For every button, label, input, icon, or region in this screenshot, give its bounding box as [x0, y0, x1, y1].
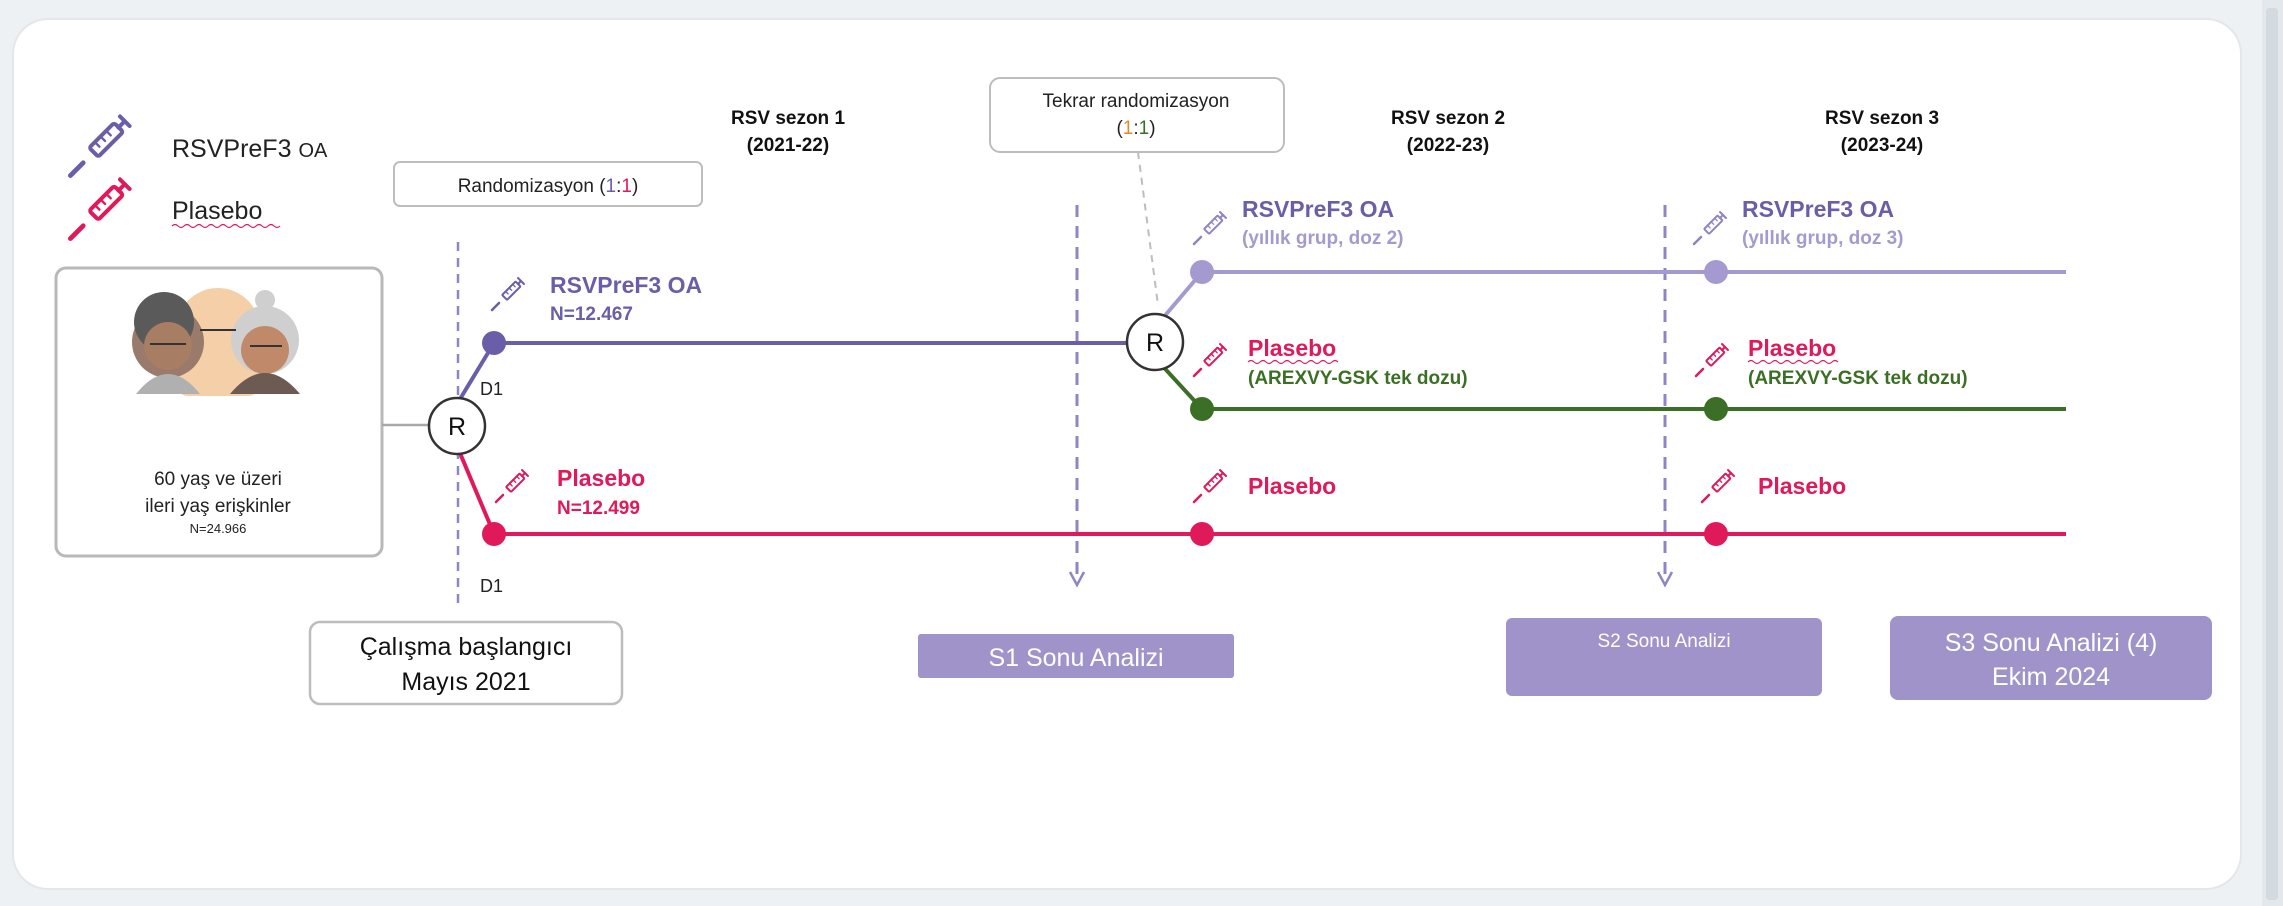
randomization-node: R: [427, 396, 487, 456]
svg-text:S3 Sonu Analizi (4): S3 Sonu Analizi (4): [1945, 629, 2158, 657]
switch-s2-syringe-icon: [1192, 343, 1227, 378]
vaccine-s2-syringe-icon: [1192, 211, 1227, 246]
diagram-card: [14, 20, 2240, 888]
season1-years: (2021-22): [747, 135, 829, 156]
annual-vaccine-arm: [1155, 260, 2066, 327]
placebo-arm: [455, 445, 2066, 546]
season3-name: RSV sezon 3: [1825, 108, 1939, 129]
season2-end-arrow: [1656, 571, 1674, 588]
svg-text:Randomizasyon (1:1): Randomizasyon (1:1): [458, 176, 639, 197]
switch-s3-title: Plasebo: [1748, 335, 1836, 361]
svg-text:S1 Sonu Analizi: S1 Sonu Analizi: [988, 644, 1163, 672]
spellcheck-underline: [171, 223, 281, 229]
placebo-s3-syringe-icon: [1700, 469, 1735, 504]
randomization-box: Randomizasyon (1:1): [393, 161, 703, 207]
rerandomization-node: R: [1125, 312, 1185, 372]
placebo-syringe-icon: [67, 177, 132, 242]
s2-analysis-box: S2 Sonu Analizi: [1506, 618, 1822, 696]
season2-name: RSV sezon 2: [1391, 108, 1505, 129]
season1-name: RSV sezon 1: [731, 108, 845, 129]
switch-s3-sub: (AREXVY-GSK tek dozu): [1748, 368, 1968, 389]
switch-s2-title: Plasebo: [1248, 335, 1336, 361]
vaccine-s3-sub: (yıllık grup, doz 3): [1742, 228, 1904, 249]
population-n: N=24.966: [190, 521, 247, 536]
placebo-s2-syringe-icon: [1192, 469, 1227, 504]
vaccine-arm-season1: [455, 331, 1140, 406]
svg-text:R: R: [448, 413, 466, 441]
study-start-box: Çalışma başlangıcı Mayıs 2021: [308, 620, 624, 706]
vaccine-s1-syringe-icon: [490, 277, 525, 312]
legend-placebo-label: Plasebo: [172, 197, 262, 225]
vaccine-s1-n: N=12.467: [550, 304, 633, 325]
placebo-s2-title: Plasebo: [1248, 473, 1336, 499]
legend-vaccine-label: RSVPreF3 OA: [172, 135, 328, 163]
switch-s2-sub: (AREXVY-GSK tek dozu): [1248, 368, 1468, 389]
s3-analysis-box: S3 Sonu Analizi (4) Ekim 2024: [1890, 616, 2212, 700]
vaccine-s2-sub: (yıllık grup, doz 2): [1242, 228, 1404, 249]
day1-label-top: D1: [480, 379, 503, 399]
scrollbar[interactable]: [2262, 0, 2283, 906]
population-line2: ileri yaş erişkinler: [145, 496, 291, 517]
vaccine-s2-title: RSVPreF3 OA: [1242, 196, 1394, 222]
svg-text:R: R: [1146, 329, 1164, 357]
svg-text:S2 Sonu Analizi: S2 Sonu Analizi: [1597, 631, 1730, 652]
svg-text:Tekrar randomizasyon: Tekrar randomizasyon: [1043, 91, 1230, 112]
vaccine-s1-title: RSVPreF3 OA: [550, 272, 702, 298]
vaccine-s3-title: RSVPreF3 OA: [1742, 196, 1894, 222]
svg-text:Ekim 2024: Ekim 2024: [1992, 663, 2110, 691]
rerandomization-box: Tekrar randomizasyon (1:1): [989, 77, 1285, 153]
season2-years: (2022-23): [1407, 135, 1489, 156]
vaccine-syringe-icon: [67, 114, 132, 179]
placebo-s1-title: Plasebo: [557, 465, 645, 491]
placebo-s1-syringe-icon: [494, 469, 529, 504]
season1-end-arrow: [1068, 571, 1086, 588]
population-line1: 60 yaş ve üzeri: [154, 469, 282, 490]
switch-s3-syringe-icon: [1694, 343, 1729, 378]
s1-analysis-box: S1 Sonu Analizi: [918, 634, 1234, 678]
population-box: 60 yaş ve üzeri ileri yaş erişkinler N=2…: [54, 266, 384, 558]
day1-label-bottom: D1: [480, 576, 503, 596]
svg-text:(1:1): (1:1): [1116, 118, 1155, 139]
placebo-s1-n: N=12.499: [557, 498, 640, 519]
switch-arm: [1155, 358, 2066, 421]
placebo-s3-title: Plasebo: [1758, 473, 1846, 499]
legend: RSVPreF3 OA Plasebo: [67, 114, 328, 242]
svg-text:Çalışma başlangıcı: Çalışma başlangıcı: [360, 633, 573, 661]
spellcheck-underline: [1247, 359, 1339, 365]
season3-years: (2023-24): [1841, 135, 1923, 156]
scrollbar-thumb[interactable]: [2266, 8, 2278, 900]
svg-text:Mayıs 2021: Mayıs 2021: [401, 668, 530, 696]
elderly-people-icon: [132, 288, 300, 396]
rerandomization-pointer: [1137, 151, 1159, 306]
vaccine-s3-syringe-icon: [1692, 211, 1727, 246]
spellcheck-underline: [1747, 359, 1839, 365]
